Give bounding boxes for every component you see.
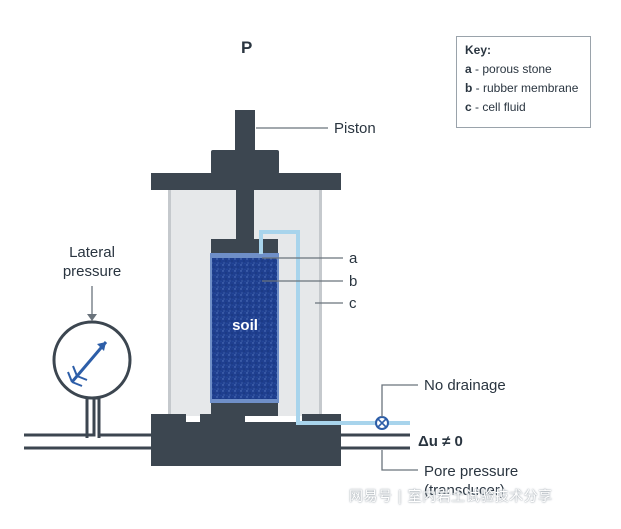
watermark: 网易号 | 室内岩土试验技术分享: [349, 489, 553, 505]
membrane-left: [210, 253, 212, 403]
gauge-feather-2: [71, 381, 83, 387]
piston-label: Piston: [334, 120, 376, 137]
top-cap: [151, 173, 341, 190]
label-c: c: [349, 295, 357, 312]
load-label: P: [241, 38, 252, 57]
transducer-label: (transducer): [424, 482, 505, 499]
lateral-label-line2: pressure: [63, 263, 121, 280]
drainage-tube: [259, 230, 410, 425]
key-text: - porous stone: [471, 62, 552, 76]
gauge-feather-4: [76, 375, 88, 381]
key-title: Key:: [465, 43, 492, 57]
delta-u-label: Δu ≠ 0: [418, 433, 463, 450]
key-text: - cell fluid: [471, 100, 526, 114]
piston-guide: [211, 150, 279, 174]
piston-rod-inner: [236, 190, 254, 240]
key-item-a: a - porous stone: [465, 62, 582, 76]
porous-stone-bottom: [211, 399, 278, 404]
gauge-feather-1: [67, 371, 73, 383]
lateral-label-line1: Lateral: [69, 244, 115, 261]
soil-label: soil: [232, 317, 258, 334]
pore-pressure-label: Pore pressure: [424, 463, 518, 480]
pedestal: [211, 403, 278, 416]
label-a: a: [349, 250, 358, 267]
key-letter: b: [465, 81, 473, 95]
key-text: - rubber membrane: [472, 81, 579, 95]
membrane-right: [277, 253, 279, 403]
gauge-needle-tip: [97, 342, 106, 351]
key-item-c: c - cell fluid: [465, 100, 582, 114]
porous-stone-top: [211, 253, 278, 258]
gauge-feather-3: [72, 365, 78, 377]
piston-rod-top: [235, 110, 255, 152]
key-letter: a: [465, 62, 472, 76]
soil-sample: [211, 258, 278, 400]
top-cap-block: [211, 239, 278, 255]
key-letter: c: [465, 100, 472, 114]
no-drainage-label: No drainage: [424, 377, 506, 394]
base-step-left: [151, 414, 186, 434]
cell-wall-right: [319, 188, 322, 416]
no-drainage-leader: [381, 384, 418, 417]
key-item-b: b - rubber membrane: [465, 81, 582, 95]
label-b: b: [349, 273, 357, 290]
valve-x-2: [377, 418, 387, 428]
key-box: Key: a - porous stone b - rubber membran…: [456, 36, 591, 128]
pore-leader: [381, 450, 418, 471]
cell-wall-left: [168, 188, 171, 416]
lateral-leader-arrow: [87, 314, 97, 321]
